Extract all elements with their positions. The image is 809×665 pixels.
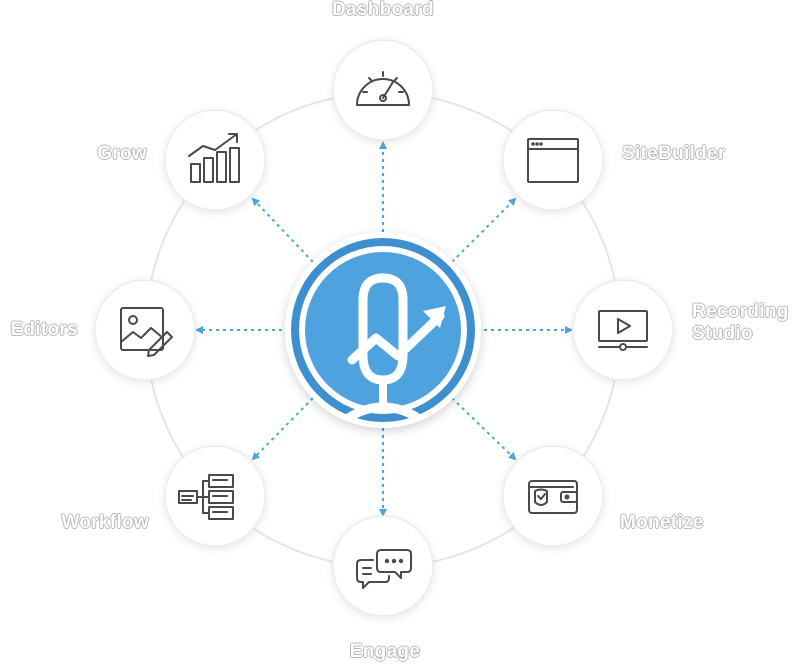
node-monetize[interactable] bbox=[502, 445, 604, 547]
node-dashboard[interactable] bbox=[332, 39, 434, 141]
browser-window-icon bbox=[527, 138, 579, 183]
video-player-icon bbox=[598, 310, 648, 351]
podcast-logo[interactable] bbox=[285, 232, 481, 428]
arrow-to-workflow bbox=[251, 397, 314, 461]
label-recording-line1: Recording bbox=[692, 301, 789, 322]
node-sitebuilder[interactable] bbox=[502, 109, 604, 211]
speedometer-icon bbox=[356, 71, 410, 106]
label-workflow: Workflow bbox=[61, 512, 149, 533]
node-engage[interactable] bbox=[332, 515, 434, 617]
image-edit-icon bbox=[120, 307, 173, 357]
node-grow[interactable] bbox=[164, 109, 266, 211]
label-dashboard: Dashboard bbox=[332, 0, 434, 20]
workflow-tree-icon bbox=[178, 474, 234, 520]
arrows bbox=[195, 141, 573, 517]
label-engage: Engage bbox=[349, 641, 421, 662]
label-recording-line2: Studio bbox=[692, 323, 753, 344]
label-monetize: Monetize bbox=[620, 512, 704, 533]
label-sitebuilder: SiteBuilder bbox=[622, 143, 726, 164]
growth-chart-icon bbox=[188, 133, 240, 183]
label-grow: Grow bbox=[97, 143, 147, 164]
arrow-to-sitebuilder bbox=[451, 197, 517, 263]
arrow-to-grow bbox=[251, 197, 314, 263]
label-editors: Editors bbox=[10, 319, 78, 340]
chat-bubbles-icon bbox=[356, 549, 412, 589]
wallet-icon bbox=[528, 480, 578, 514]
arrow-to-monetize bbox=[451, 397, 517, 461]
label-recording-studio: Recording Studio bbox=[692, 301, 789, 345]
node-editors[interactable] bbox=[94, 279, 196, 381]
